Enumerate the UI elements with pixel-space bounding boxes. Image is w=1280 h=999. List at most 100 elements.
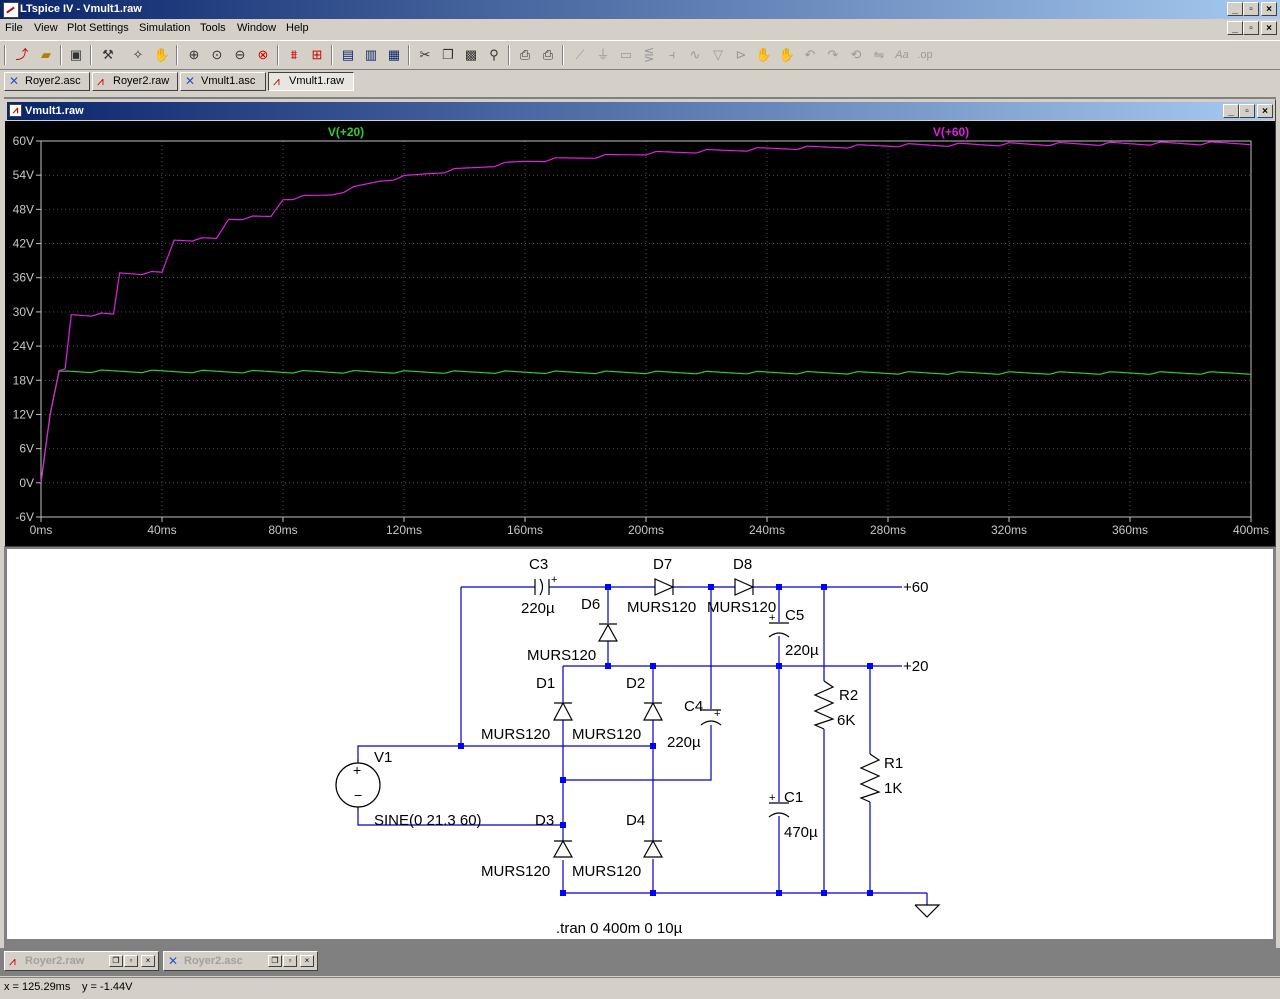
tab-royer2-asc[interactable]: ✕ Royer2.asc <box>4 72 90 91</box>
close-icon[interactable]: × <box>300 955 314 967</box>
d1-model[interactable]: MURS120 <box>481 726 550 743</box>
d2-label[interactable]: D2 <box>626 675 645 692</box>
menu-help[interactable]: Help <box>286 22 309 34</box>
print-icon[interactable]: ⎙ <box>542 47 554 62</box>
close-button[interactable]: × <box>1261 2 1277 16</box>
r2-label[interactable]: R2 <box>839 687 858 704</box>
pick-traces-icon[interactable]: ⊞ <box>311 47 323 62</box>
c4-label[interactable]: C4 <box>684 698 703 715</box>
maximize-icon[interactable]: ▫ <box>283 955 297 967</box>
capacitor-icon[interactable]: ⫞ <box>668 47 676 62</box>
tile-vertical-icon[interactable]: ▦ <box>387 47 401 62</box>
d4-label[interactable]: D4 <box>626 812 645 829</box>
c3-value[interactable]: 220µ <box>521 600 555 617</box>
mirror-icon[interactable]: ⇋ <box>873 47 885 62</box>
net-label-plus60[interactable]: +60 <box>903 579 928 596</box>
schematic-pane[interactable]: + + + + + − C3 <box>6 548 1274 940</box>
r1-value[interactable]: 1K <box>884 780 902 797</box>
component-icon[interactable]: ⊳ <box>735 47 747 62</box>
maximize-button[interactable]: ▫ <box>1243 2 1259 16</box>
d3-label[interactable]: D3 <box>535 812 554 829</box>
open-folder-icon[interactable]: ▰ <box>41 47 51 62</box>
zoom-full-icon[interactable]: ⊗ <box>257 47 269 62</box>
menu-tools[interactable]: Tools <box>200 22 226 34</box>
mdi-minimize-button[interactable]: _ <box>1227 21 1243 35</box>
pan-icon[interactable]: ⊙ <box>211 47 223 62</box>
d1-label[interactable]: D1 <box>536 675 555 692</box>
ground-icon[interactable]: ⏚ <box>596 47 610 62</box>
minimized-royer2-asc[interactable]: ✕ Royer2.asc ❐ ▫ × <box>163 951 318 971</box>
mdi-close-button[interactable]: × <box>1261 21 1277 35</box>
net-label-plus20[interactable]: +20 <box>903 658 928 675</box>
c3-label[interactable]: C3 <box>529 556 548 573</box>
tab-vmult1-asc[interactable]: ✕ Vmult1.asc <box>180 72 266 91</box>
spice-directive-tran[interactable]: .tran 0 400m 0 10µ <box>556 920 683 937</box>
c5-value[interactable]: 220µ <box>785 642 819 659</box>
d2-model[interactable]: MURS120 <box>572 726 641 743</box>
print-setup-icon[interactable]: ⎙ <box>519 47 531 62</box>
d4-model[interactable]: MURS120 <box>572 863 641 880</box>
draw-wire-icon[interactable]: ⟋ <box>575 47 585 62</box>
inductor-icon[interactable]: ∿ <box>689 47 701 62</box>
r2-value[interactable]: 6K <box>837 712 855 729</box>
tab-royer2-raw[interactable]: ⩘ Royer2.raw <box>92 72 178 91</box>
menu-view[interactable]: View <box>34 22 58 34</box>
d7-model[interactable]: MURS120 <box>627 599 696 616</box>
r1-label[interactable]: R1 <box>884 755 903 772</box>
d8-label[interactable]: D8 <box>733 556 752 573</box>
label-net-icon[interactable]: ▭ <box>619 47 633 62</box>
restore-icon[interactable]: ❐ <box>109 955 123 967</box>
zoom-out-icon[interactable]: ⊖ <box>234 47 246 62</box>
minimize-button[interactable]: _ <box>1227 2 1243 16</box>
new-schematic-icon[interactable]: ⤴ <box>15 47 29 62</box>
c1-value[interactable]: 470µ <box>784 824 818 841</box>
close-icon[interactable]: × <box>141 955 155 967</box>
schematic-canvas[interactable]: + + + + + − C3 <box>7 549 1273 939</box>
ltspice-app-icon[interactable] <box>3 2 19 18</box>
c4-value[interactable]: 220µ <box>667 734 701 751</box>
tile-horizontal-icon[interactable]: ▤ <box>341 47 355 62</box>
zoom-in-icon[interactable]: ⊕ <box>188 47 200 62</box>
copy-icon[interactable]: ❐ <box>442 47 454 62</box>
redo-icon[interactable]: ↷ <box>827 47 839 62</box>
paste-icon[interactable]: ▩ <box>464 47 478 62</box>
diode-icon[interactable]: ▽ <box>713 47 723 62</box>
save-icon[interactable]: ▣ <box>69 47 83 62</box>
spice-directive-icon[interactable]: .op <box>917 49 933 61</box>
child-minimize-button[interactable]: _ <box>1223 104 1239 118</box>
d6-model[interactable]: MURS120 <box>527 647 596 664</box>
v1-value[interactable]: SINE(0 21.3 60) <box>374 812 482 829</box>
run-icon[interactable]: ✧ <box>132 47 144 62</box>
d7-label[interactable]: D7 <box>653 556 672 573</box>
undo-icon[interactable]: ↶ <box>804 47 816 62</box>
d8-model[interactable]: MURS120 <box>707 599 776 616</box>
child-close-button[interactable]: × <box>1257 104 1273 118</box>
minimized-royer2-raw[interactable]: ⩘ Royer2.raw ❐ ▫ × <box>4 951 159 971</box>
cascade-icon[interactable]: ▥ <box>364 47 378 62</box>
c5-label[interactable]: C5 <box>785 607 804 624</box>
halt-icon[interactable]: ✋ <box>153 47 171 62</box>
child-maximize-button[interactable]: ▫ <box>1239 104 1255 118</box>
move-icon[interactable]: ✋ <box>755 47 773 62</box>
v1-label[interactable]: V1 <box>374 749 392 766</box>
d3-model[interactable]: MURS120 <box>481 863 550 880</box>
c1-label[interactable]: C1 <box>784 789 803 806</box>
menu-window[interactable]: Window <box>237 22 277 34</box>
menu-simulation[interactable]: Simulation <box>139 22 191 34</box>
find-icon[interactable]: ⚲ <box>489 47 499 62</box>
resistor-icon[interactable]: ⋚ <box>643 47 655 62</box>
autorange-icon[interactable]: ⩩ <box>290 47 298 62</box>
maximize-icon[interactable]: ▫ <box>124 955 138 967</box>
rotate-icon[interactable]: ⟲ <box>850 47 862 62</box>
mdi-restore-button[interactable]: ▫ <box>1243 21 1259 35</box>
menu-plot-settings[interactable]: Plot Settings <box>67 22 129 34</box>
restore-icon[interactable]: ❐ <box>268 955 282 967</box>
text-icon[interactable]: Aa <box>895 49 909 61</box>
menu-file[interactable]: File <box>5 22 23 34</box>
tab-vmult1-raw[interactable]: ⩘ Vmult1.raw <box>268 72 354 91</box>
cut-icon[interactable]: ✂ <box>419 47 431 62</box>
control-panel-icon[interactable]: ⚒ <box>102 47 114 62</box>
drag-icon[interactable]: ✋ <box>778 47 796 62</box>
